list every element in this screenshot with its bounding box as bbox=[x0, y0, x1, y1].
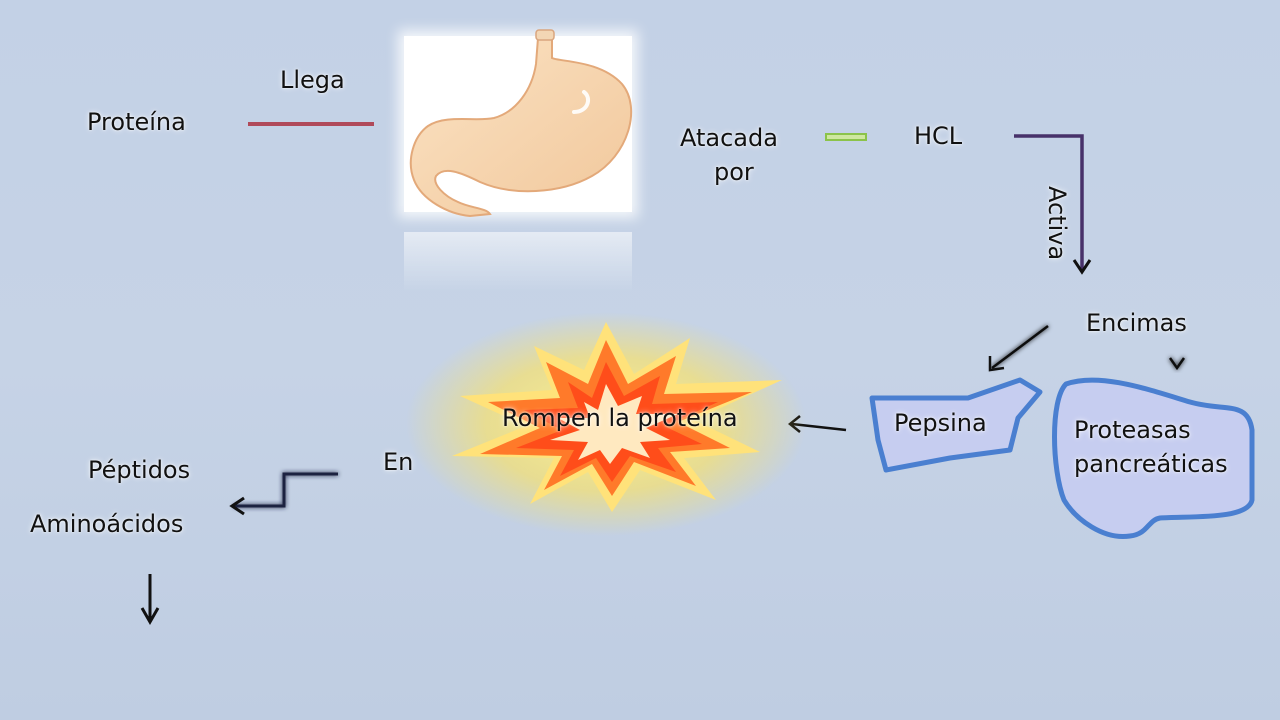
explosion-burst-icon bbox=[406, 312, 806, 536]
arrow-encimas-proteasas bbox=[1168, 357, 1186, 371]
arrow-en-peptidos bbox=[234, 472, 338, 508]
arrowhead-encimas bbox=[1072, 259, 1092, 275]
proteasas-shape bbox=[1052, 377, 1255, 539]
label-hcl: HCL bbox=[914, 122, 963, 150]
label-activa: Activa bbox=[1043, 186, 1071, 261]
label-aminoacidos: Aminoácidos bbox=[30, 510, 184, 538]
label-rompen: Rompen la proteína bbox=[502, 404, 738, 432]
label-encimas: Encimas bbox=[1086, 309, 1187, 337]
label-atacada: Atacada bbox=[680, 124, 778, 152]
stomach-icon bbox=[409, 29, 633, 218]
connector-hcl-encimas bbox=[1014, 134, 1084, 270]
label-pepsina: Pepsina bbox=[894, 409, 987, 437]
arrowhead-pepsina bbox=[988, 356, 1005, 372]
connector-atacada-hcl bbox=[825, 133, 867, 141]
label-por: por bbox=[714, 158, 754, 186]
stomach-reflection bbox=[404, 232, 632, 292]
label-pancreaticas: pancreáticas bbox=[1074, 450, 1228, 478]
label-peptidos: Péptidos bbox=[88, 456, 191, 484]
pepsina-shape bbox=[869, 377, 1043, 473]
label-proteina: Proteína bbox=[87, 108, 186, 136]
arrowhead-down bbox=[140, 607, 160, 626]
arrow-encimas-pepsina bbox=[991, 325, 1049, 369]
label-llega: Llega bbox=[280, 66, 345, 94]
label-proteasas: Proteasas bbox=[1074, 416, 1191, 444]
arrowhead-peptidos bbox=[229, 496, 245, 516]
label-en: En bbox=[383, 448, 414, 476]
